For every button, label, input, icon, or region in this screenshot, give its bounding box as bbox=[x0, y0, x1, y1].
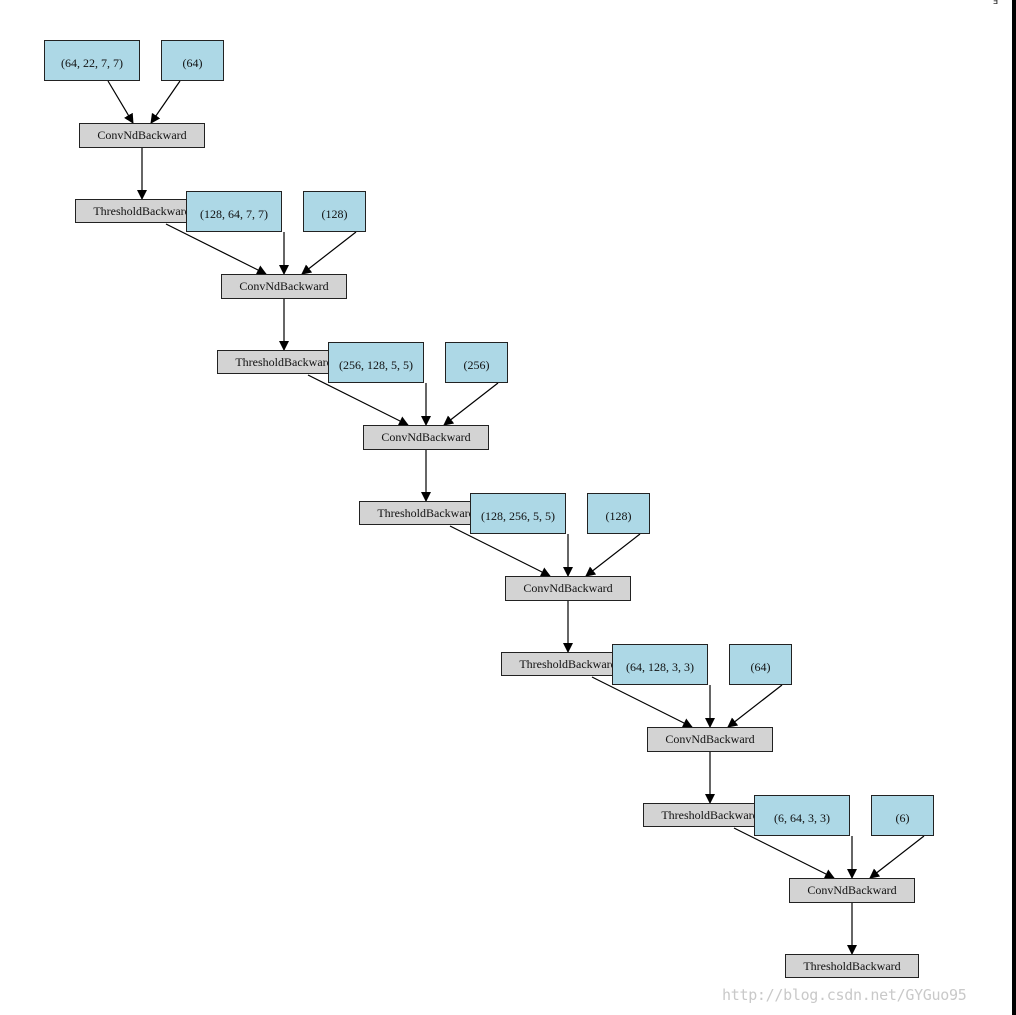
bias-label: (128) bbox=[321, 207, 348, 221]
edge-arrow bbox=[449, 525, 551, 577]
relu-label: ThresholdBackward bbox=[377, 505, 475, 520]
conv-label: ConvNdBackward bbox=[381, 430, 471, 444]
conv-node-1: ConvNdBackward bbox=[79, 123, 205, 148]
conv-label: ConvNdBackward bbox=[807, 883, 897, 897]
edge-arrow bbox=[733, 827, 835, 879]
bias-node-1: (64) bbox=[161, 40, 224, 81]
conv-label: ConvNdBackward bbox=[97, 128, 187, 142]
weight-label: (64, 22, 7, 7) bbox=[61, 56, 123, 70]
weight-label: (256, 128, 5, 5) bbox=[339, 358, 413, 372]
bias-node-6: (6) bbox=[871, 795, 934, 836]
conv-node-2: ConvNdBackward bbox=[221, 274, 347, 299]
bias-label: (64) bbox=[182, 56, 203, 70]
corner-mark-icon: ⱻ bbox=[993, 0, 999, 7]
weight-node-3: (256, 128, 5, 5) bbox=[328, 342, 424, 383]
edge-arrow bbox=[150, 80, 181, 124]
edge-arrow bbox=[443, 382, 499, 426]
weight-node-6: (6, 64, 3, 3) bbox=[754, 795, 850, 836]
conv-node-3: ConvNdBackward bbox=[363, 425, 489, 450]
conv-label: ConvNdBackward bbox=[239, 279, 329, 293]
conv-label: ConvNdBackward bbox=[523, 581, 613, 595]
edge-arrow bbox=[727, 684, 783, 728]
edge-arrow bbox=[165, 223, 267, 275]
bias-label: (64) bbox=[750, 660, 771, 674]
conv-node-6: ConvNdBackward bbox=[789, 878, 915, 903]
bias-label: (128) bbox=[605, 509, 632, 523]
relu-label: ThresholdBackward bbox=[93, 203, 191, 218]
edge-arrow bbox=[107, 80, 134, 124]
bias-label: (6) bbox=[895, 811, 910, 825]
bias-node-5: (64) bbox=[729, 644, 792, 685]
relu-node-6: ThresholdBackward bbox=[785, 954, 919, 978]
bias-node-3: (256) bbox=[445, 342, 508, 383]
bias-node-4: (128) bbox=[587, 493, 650, 534]
edge-arrow bbox=[585, 533, 641, 577]
weight-node-2: (128, 64, 7, 7) bbox=[186, 191, 282, 232]
relu-label: ThresholdBackward bbox=[803, 958, 901, 973]
edge-arrow bbox=[307, 374, 409, 426]
relu-label: ThresholdBackward bbox=[519, 656, 617, 671]
watermark: http://blog.csdn.net/GYGuo95 bbox=[722, 986, 967, 1004]
conv-node-5: ConvNdBackward bbox=[647, 727, 773, 752]
bias-label: (256) bbox=[463, 358, 490, 372]
weight-node-5: (64, 128, 3, 3) bbox=[612, 644, 708, 685]
relu-label: ThresholdBackward bbox=[235, 354, 333, 369]
relu-label: ThresholdBackward bbox=[661, 807, 759, 822]
window-edge-bar bbox=[1012, 0, 1016, 1015]
weight-label: (128, 64, 7, 7) bbox=[200, 207, 268, 221]
weight-label: (128, 256, 5, 5) bbox=[481, 509, 555, 523]
edge-arrow bbox=[869, 835, 925, 879]
edge-arrow bbox=[301, 231, 357, 275]
bias-node-2: (128) bbox=[303, 191, 366, 232]
weight-label: (6, 64, 3, 3) bbox=[774, 811, 830, 825]
conv-label: ConvNdBackward bbox=[665, 732, 755, 746]
edge-arrow bbox=[591, 676, 693, 728]
conv-node-4: ConvNdBackward bbox=[505, 576, 631, 601]
weight-node-4: (128, 256, 5, 5) bbox=[470, 493, 566, 534]
weight-label: (64, 128, 3, 3) bbox=[626, 660, 694, 674]
weight-node-1: (64, 22, 7, 7) bbox=[44, 40, 140, 81]
